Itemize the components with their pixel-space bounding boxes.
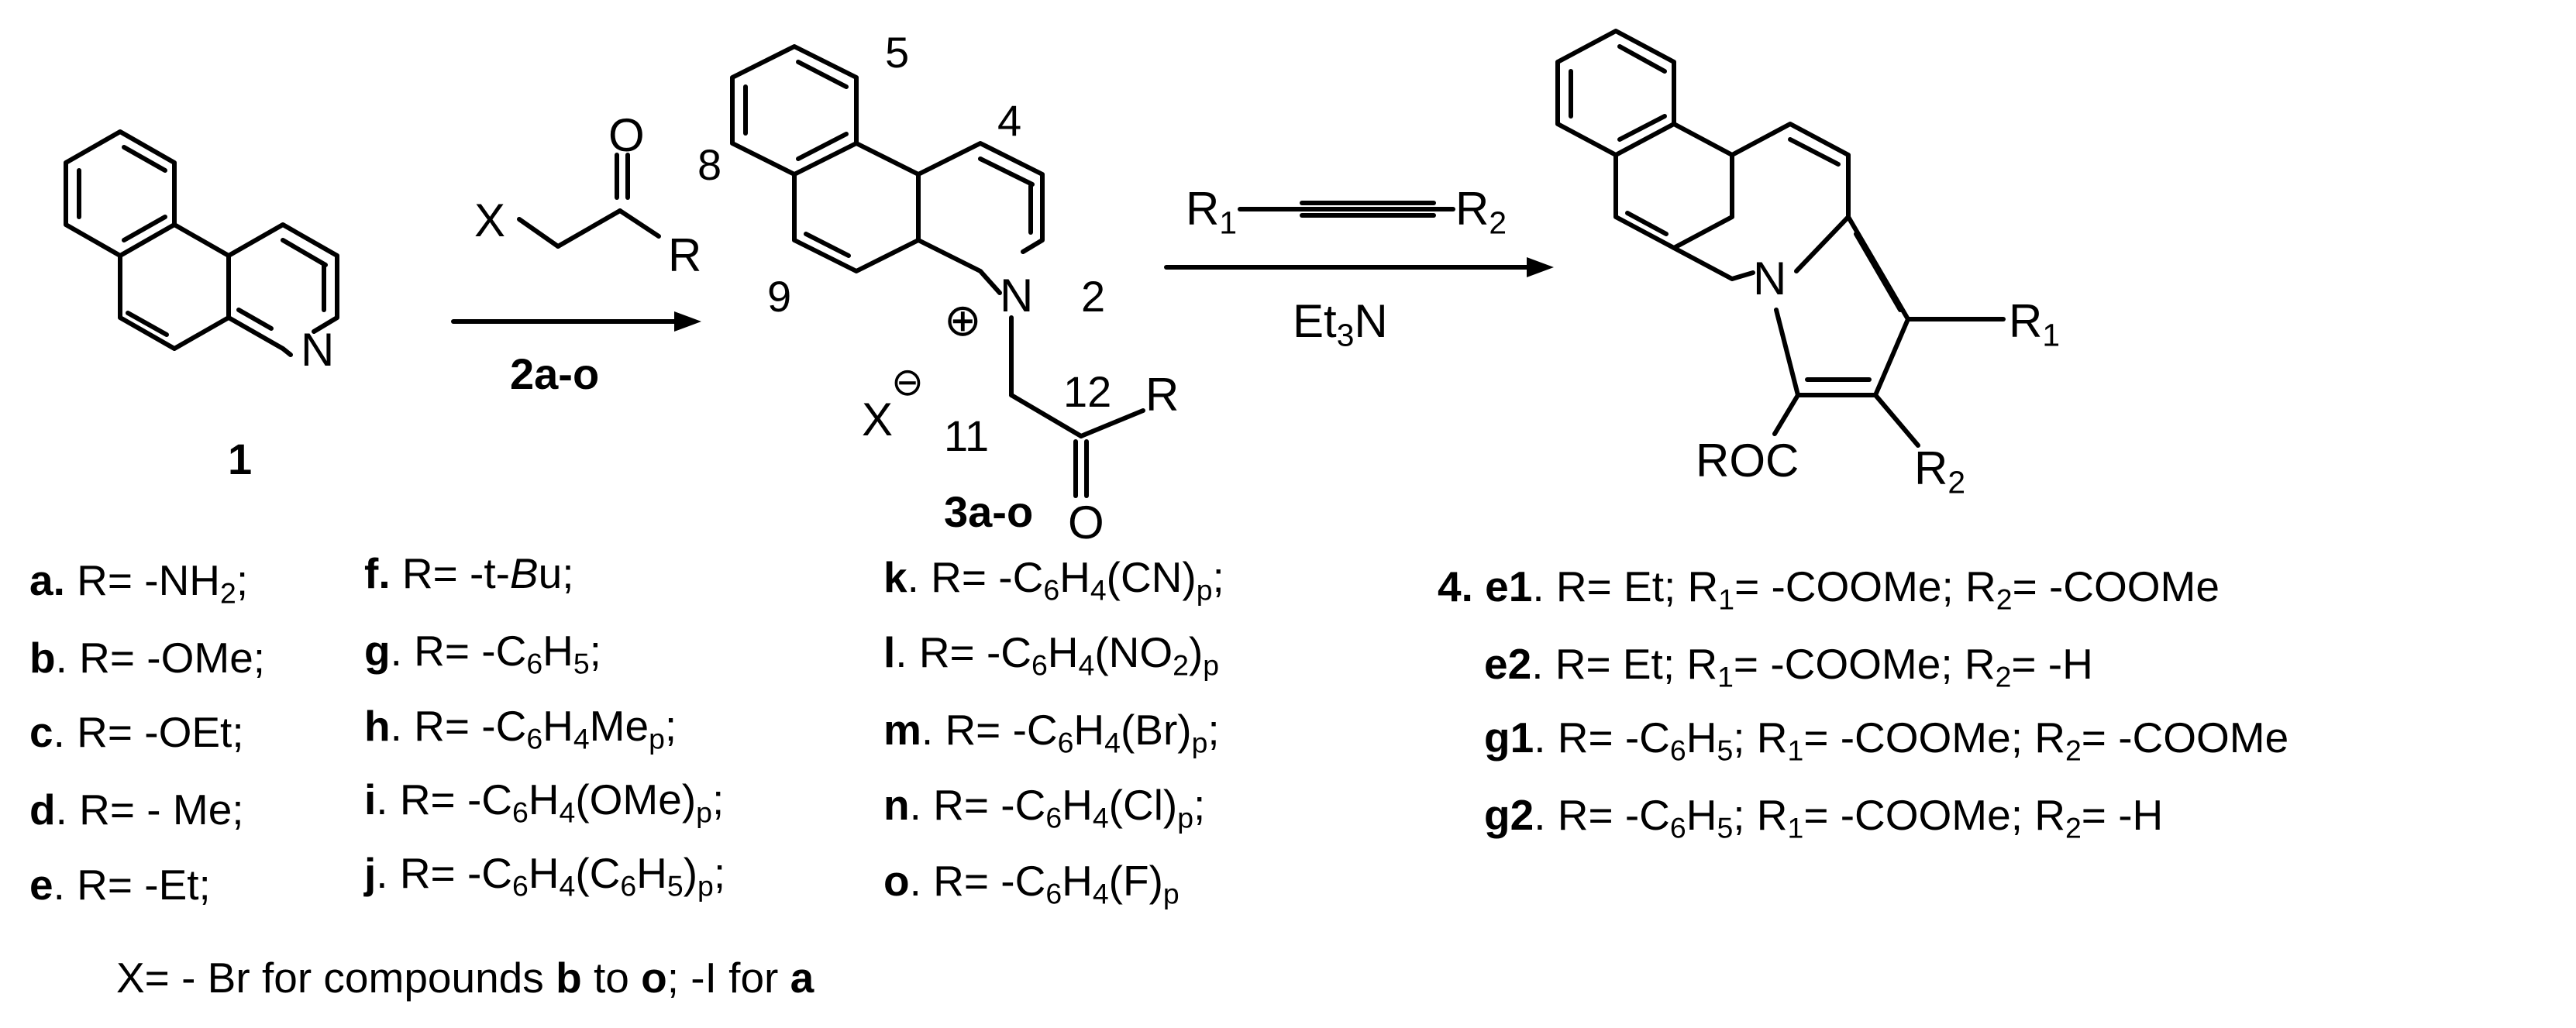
substituent-i: i. R= -C6H4(OMe)p; <box>364 775 725 829</box>
reagent-2-label: 2a-o <box>510 349 600 398</box>
substituent-b: b. R= -OMe; <box>29 634 266 682</box>
position-4-label: 4 <box>997 96 1022 145</box>
compound-1-structure <box>64 129 339 357</box>
compound-3-label: 3a-o <box>944 487 1034 536</box>
substituent-h: h. R= -C6H4Mep; <box>364 702 677 755</box>
substituent-e: e. R= -Et; <box>29 861 211 909</box>
position-2-label: 2 <box>1081 272 1106 321</box>
substituent-f: f. R= -t-Bu; <box>364 549 574 597</box>
compound-1-label: 1 <box>228 435 253 483</box>
position-11-label: 11 <box>944 411 990 460</box>
reagent-2-r-label: R <box>668 229 702 281</box>
substituent-a: a. R= -NH2; <box>29 556 249 610</box>
compound-3-x-label: X <box>862 394 894 445</box>
compound-4-r2-label: R2 <box>1914 442 1966 500</box>
alkyne-r1-label: R1 <box>1186 183 1238 241</box>
substituent-g: g. R= -C6H5; <box>364 627 601 680</box>
position-5-label: 5 <box>885 28 910 77</box>
position-9-label: 9 <box>767 272 792 321</box>
compound-4-roc-label: ROC <box>1696 435 1799 486</box>
substituent-n: n. R= -C6H4(Cl)p; <box>883 781 1206 834</box>
product-e1: 4. e1. R= Et; R1= -COOMe; R2= -COOMe <box>1438 562 2220 616</box>
substituent-l: l. R= -C6H4(NO2)p <box>883 628 1220 682</box>
base-triethylamine-label: Et3N <box>1293 295 1388 353</box>
reagent-2-x-label: X <box>474 194 506 246</box>
alkyne-r2-label: R2 <box>1455 183 1507 241</box>
halide-note: X= - Br for compounds b to o; -I for a <box>116 954 814 1002</box>
compound-4-nitrogen-label: N <box>1753 253 1787 304</box>
compound-4-structure <box>1555 29 2006 448</box>
product-g1: g1. R= -C6H5; R1= -COOMe; R2= -COOMe <box>1484 713 2289 767</box>
positive-charge-icon: ⊕ <box>944 295 982 346</box>
reagent-2-structure <box>517 153 661 249</box>
alkyne-reagent-structure <box>1238 201 1455 218</box>
compound-3-oxygen-label: O <box>1068 497 1104 548</box>
reagent-2-oxygen-label: O <box>608 109 645 161</box>
product-e2: e2. R= Et; R1= -COOMe; R2= -H <box>1484 640 2093 693</box>
substituent-k: k. R= -C6H4(CN)p; <box>883 553 1224 607</box>
compound-3-nitrogen-label: N <box>1000 270 1034 321</box>
product-g2: g2. R= -C6H5; R1= -COOMe; R2= -H <box>1484 791 2164 844</box>
substituent-j: j. R= -C6H4(C6H5)p; <box>364 849 726 903</box>
negative-charge-icon: ⊖ <box>891 360 924 404</box>
substituent-o: o. R= -C6H4(F)p <box>883 857 1180 910</box>
position-8-label: 8 <box>697 140 722 189</box>
position-12-label: 12 <box>1063 367 1112 416</box>
compound-3-r-label: R <box>1145 369 1180 421</box>
compound-1-nitrogen-label: N <box>301 324 335 376</box>
substituent-d: d. R= - Me; <box>29 786 244 834</box>
compound-4-r1-label: R1 <box>2009 295 2061 353</box>
compound-3-structure <box>730 44 1145 498</box>
substituent-c: c. R= -OEt; <box>29 708 244 756</box>
substituent-m: m. R= -C6H4(Br)p; <box>883 706 1220 759</box>
